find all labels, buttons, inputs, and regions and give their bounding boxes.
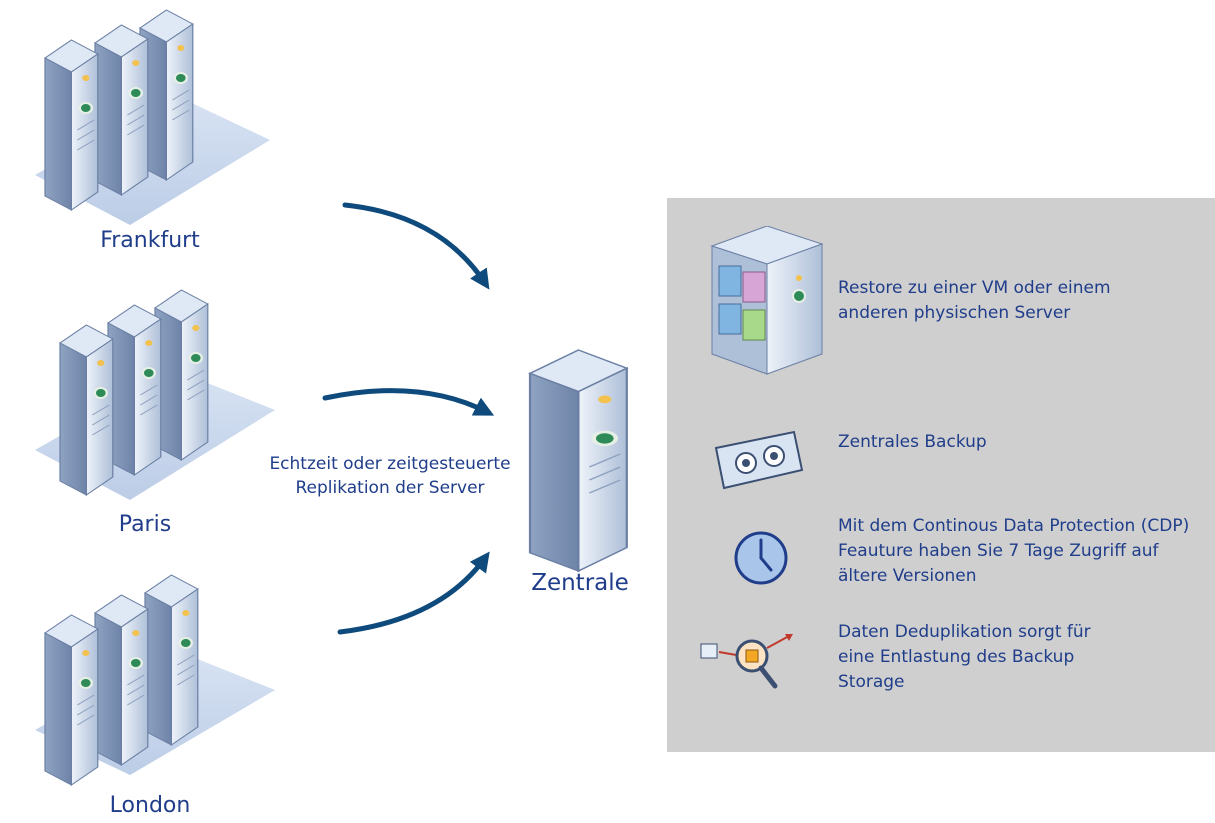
backup-tape-icon xyxy=(714,430,804,490)
central-server-icon xyxy=(530,350,627,571)
server-group-london xyxy=(35,573,275,787)
site-label-london: London xyxy=(109,793,191,818)
replication-caption: Echtzeit oder zeitgesteuerte Replikation… xyxy=(269,454,511,498)
feature-text-restore: Restore zu einer VM oder einem anderen p… xyxy=(838,278,1111,323)
server-group-frankfurt xyxy=(35,8,270,225)
arrow-paris-to-central xyxy=(322,388,495,416)
feature-text-cdp: Mit dem Continous Data Protection (CDP) … xyxy=(838,516,1190,586)
feature-text-backup: Zentrales Backup xyxy=(838,432,987,452)
feature-text-dedup: Daten Deduplikation sorgt für eine Entla… xyxy=(838,622,1091,692)
virtual-machine-server-icon xyxy=(710,226,824,375)
arrow-london-to-central xyxy=(337,551,490,635)
site-label-paris: Paris xyxy=(118,512,172,537)
server-group-paris xyxy=(35,288,275,500)
clock-icon xyxy=(734,531,788,585)
feature-panel: Restore zu einer VM oder einem anderen p… xyxy=(667,198,1215,752)
arrow-frankfurt-to-central xyxy=(342,202,490,290)
central-label: Zentrale xyxy=(531,570,629,596)
deduplication-magnifier-icon xyxy=(700,634,793,689)
site-label-frankfurt: Frankfurt xyxy=(100,228,200,253)
